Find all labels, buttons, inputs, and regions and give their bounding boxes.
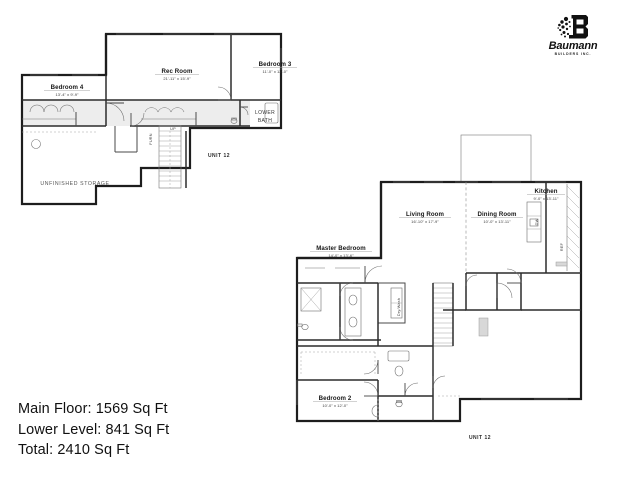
lower-stairs	[158, 125, 187, 189]
room-dim-master-bedroom: 14'-0" x 13'-6"	[328, 253, 354, 258]
room-dim-rec-room: 21'-11" x 15'-9"	[163, 76, 191, 81]
main-door-swings	[339, 265, 522, 397]
kitchen-island-div	[527, 215, 541, 230]
furnace-walls	[114, 126, 138, 153]
area-summary: Main Floor: 1569 Sq Ft Lower Level: 841 …	[18, 399, 169, 461]
room-name-kitchen: Kitchen	[534, 188, 557, 195]
logo-brand-name: Baumann	[548, 40, 598, 52]
label-unit-lower: UNIT 12	[208, 153, 230, 159]
lower-bath-fixtures	[230, 102, 279, 124]
label-refrigerator: REF	[560, 242, 564, 251]
main-floor-labels: Living Room 16'-10" x 17'-9" Dining Room…	[310, 188, 565, 441]
summary-main-floor: Main Floor: 1569 Sq Ft	[18, 401, 168, 417]
room-dim-living-room: 16'-10" x 17'-9"	[411, 219, 439, 224]
main-wall-master-north	[297, 182, 383, 260]
deck-outline	[460, 134, 532, 183]
master-vanity	[344, 287, 362, 337]
label-unit-main: UNIT 12	[469, 435, 491, 441]
room-name-dining-room: Dining Room	[477, 211, 516, 218]
room-name-bedroom-4: Bedroom 4	[51, 84, 84, 91]
room-name-living-room: Living Room	[406, 211, 444, 218]
logo-tagline: BUILDERS INC.	[554, 52, 592, 56]
baumann-b-logo-icon	[557, 14, 591, 40]
label-stair-up: UP	[170, 127, 176, 131]
room-name-rec-room: Rec Room	[162, 68, 193, 75]
lower-level-outline	[20, 32, 283, 206]
main-stairs	[432, 282, 454, 347]
lower-level-plan: Bedroom 4 13'-4" x 9'-9" Rec Room 21'-11…	[20, 32, 297, 206]
builder-logo: Baumann BUILDERS INC.	[536, 14, 610, 60]
main-floor-windows	[296, 181, 568, 405]
main-wall-hall-north	[465, 273, 522, 311]
bath2-toilet-icon	[395, 400, 403, 408]
room-dim-kitchen: 9'-0" x 13'-11"	[533, 196, 559, 201]
master-shower-x	[300, 287, 322, 312]
lower-level-shade-band	[22, 100, 250, 126]
lower-closet-ends	[75, 112, 197, 126]
lower-level-windows	[30, 33, 282, 76]
bed2-door-curve	[371, 404, 379, 418]
master-toilet-tank	[297, 323, 303, 327]
lower-level-labels: Bedroom 4 13'-4" x 9'-9" Rec Room 21'-11…	[40, 61, 297, 187]
room-dim-bedroom-3: 11'-0" x 12'-0"	[262, 69, 288, 74]
bath2-toilet-tank	[396, 400, 402, 404]
kitchen-sink-icon	[529, 218, 539, 227]
summary-total: Total: 2410 Sq Ft	[18, 442, 130, 458]
master-toilet-icon	[301, 324, 309, 330]
lower-bath-tank-icon	[231, 117, 237, 121]
label-furnace: FURN	[149, 133, 153, 144]
room-dim-dining-room: 10'-0" x 13'-11"	[483, 219, 511, 224]
lower-bath-toilet-icon	[230, 118, 238, 124]
lower-door-swings	[105, 86, 249, 127]
room-dim-bedroom-2: 10'-0" x 12'-0"	[322, 403, 348, 408]
label-lower-bath-line2: BATH	[258, 118, 272, 124]
master-closet-shelf	[300, 351, 376, 376]
garage-column	[478, 317, 489, 337]
label-laundry: Dry/Wash	[397, 298, 401, 316]
kitchen-island	[526, 201, 542, 243]
storage-column-icon	[31, 139, 41, 149]
kitchen-counter-hatch	[566, 185, 580, 269]
bath2-sink-icon	[394, 365, 404, 377]
refrigerator-block	[555, 261, 568, 267]
lower-bath-tub-icon	[264, 102, 279, 124]
bath2-tub-icon	[387, 350, 410, 362]
label-unfinished-storage: UNFINISHED STORAGE	[40, 181, 109, 187]
main-floor-plan: Living Room 16'-10" x 17'-9" Dining Room…	[295, 134, 583, 441]
room-name-master-bedroom: Master Bedroom	[316, 245, 366, 252]
room-name-bedroom-2: Bedroom 2	[319, 395, 352, 402]
summary-lower-level: Lower Level: 841 Sq Ft	[18, 421, 170, 438]
label-lower-bath-line1: LOWER	[255, 110, 275, 116]
label-dishwasher: DW	[535, 218, 539, 225]
lower-closet-symbols	[29, 104, 185, 113]
room-name-bedroom-3: Bedroom 3	[259, 61, 292, 68]
room-dim-bedroom-4: 13'-4" x 9'-9"	[55, 92, 79, 97]
